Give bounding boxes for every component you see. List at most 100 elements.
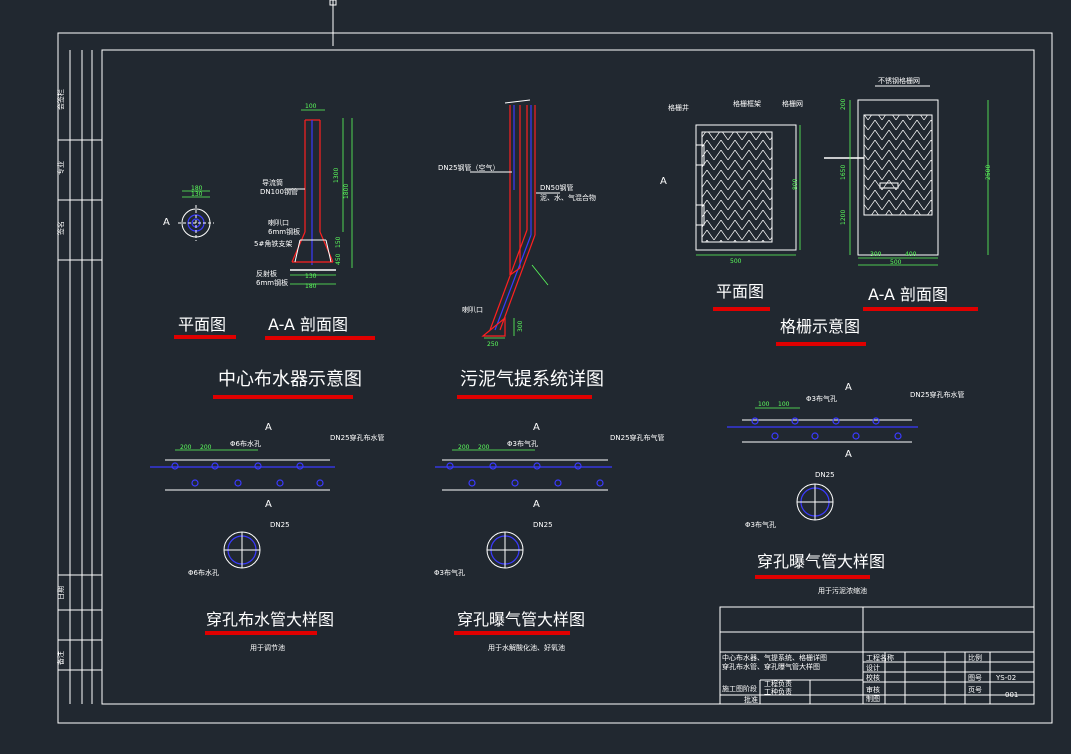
ap2-dn25: DN25 [815,471,835,479]
title-diffuser: 中心布水器示意图 [218,369,362,390]
title-section1: A-A 剖面图 [268,315,348,334]
plan-dim-180: 180 [191,185,203,192]
tb-design: 设计 [866,663,880,672]
gsec-dim-2500: 2500 [985,165,992,180]
ap2-pipe-label: DN25穿孔布水管 [910,390,965,399]
wp-hole-label: Φ6布水孔 [230,439,261,448]
note-aer-pipe1: 用于水解酸化池、好氧池 [488,643,565,652]
tb-label-no: 图号 [968,674,982,682]
label-grid-frame: 格栅框架 [733,99,761,108]
underline-aer-pipe1 [454,631,570,635]
grid-plan: 500 800 格栅井 格栅框架 格栅网 A [660,99,803,265]
grid-section: 300 400 500 200 1650 1200 2500 不锈钢格栅网 [824,76,992,266]
ap1-pipe-label: DN25穿孔布气管 [610,433,665,442]
wp-hole6: Φ6布水孔 [188,568,219,577]
underline-plan1 [174,335,236,339]
sec-dim-1300: 1300 [333,168,340,183]
ap1-dim-200b: 200 [478,444,490,451]
ap1-dim-200a: 200 [458,444,470,451]
cursor-mark [329,0,337,6]
ap2-dim-100b: 100 [778,401,790,408]
label-plate1: 6mm钢板 [268,227,300,236]
tb-stage: 施工图阶段 [722,684,757,693]
label-ss-net: 不锈钢格栅网 [878,76,920,85]
title-airlift: 污泥气提系统详图 [460,369,604,390]
label-bell: 喇叭口 [268,218,289,227]
tb-pro-lead: 工种负责 [764,687,792,696]
ap2-mark-bot: A [845,449,852,460]
ap2-mark-top: A [845,382,852,393]
ap2-hole3: Φ3布气孔 [745,520,776,529]
underline-airlift [457,395,592,399]
label-support: 5#角铁支架 [254,239,292,248]
title-plan1: 平面图 [178,315,226,334]
diffuser-plan: 180 130 A [163,185,214,241]
aer-pipe-detail-2: 100 100 Φ3布气孔 DN25穿孔布水管 A A DN25 Φ3布气孔 [727,382,965,529]
gplan-section-mark: A [660,176,667,187]
wp-pipe-label: DN25穿孔布水管 [330,433,385,442]
underline-section1 [265,336,375,340]
plan-dim-130: 130 [191,191,203,198]
underline-diffuser [213,395,353,399]
tb-check: 校核 [866,673,880,682]
label-dn25-air: DN25钢管（空气） [438,163,500,172]
underline-plan2 [713,307,770,311]
tb-proj-lead: 工程负责 [764,679,792,688]
underline-grid [776,342,866,346]
label-plate2: 6mm钢板 [256,278,288,287]
label-dn50: DN50钢管 [540,183,574,192]
underline-water-pipe [205,631,317,635]
tb-review: 审核 [866,685,880,694]
ap1-dn25: DN25 [533,521,553,529]
ap2-hole-label: Φ3布气孔 [806,394,837,403]
tb-desc1: 中心布水器、气提系统、格栅详图 [722,653,827,662]
sec-dim-100: 100 [305,103,317,110]
gsec-dim-1650: 1650 [840,165,847,180]
wp-mark-top: A [265,422,272,433]
wp-dim-200b: 200 [200,444,212,451]
underline-section2 [863,307,978,311]
sec-dim-450: 450 [335,253,342,265]
ap1-mark-bot: A [533,499,540,510]
tb-label-page: 页号 [968,686,982,694]
gplan-dim-800: 800 [792,178,799,190]
strip-text-b: 专业 [56,161,65,175]
gsec-dim-400: 400 [905,251,917,258]
gsec-dim-300: 300 [870,251,882,258]
tb-drawing: 制图 [866,694,880,703]
ap1-hole3: Φ3布气孔 [434,568,465,577]
gsec-dim-1200: 1200 [840,210,847,225]
wp-dim-200a: 200 [180,444,192,451]
tb-drawing-no: YS-02 [995,674,1016,682]
title-water-pipe: 穿孔布水管大样图 [206,610,334,629]
tb-desc2: 穿孔布水管、穿孔曝气管大样图 [722,662,820,671]
strip-text-a: 会签栏 [56,89,65,110]
label-grid-net: 格栅网 [782,99,803,108]
ap1-mark-top: A [533,422,540,433]
title-aer-pipe2: 穿孔曝气管大样图 [757,552,885,571]
inner-frame [101,49,1035,705]
left-signature-strip: 会签栏 专业 签名 日期 备注 [56,50,102,704]
tb-scale: 比例 [968,653,982,662]
label-mix: 泥、水、气混合物 [540,193,596,202]
airlift-dim-300: 300 [517,320,524,332]
aer-pipe-detail-1: 200 200 Φ3布气孔 DN25穿孔布气管 A A DN25 Φ3布气孔 [434,422,665,577]
sec-dim-1800: 1800 [343,184,350,199]
label-reflect: 反射板 [256,269,277,278]
title-block: 中心布水器、气提系统、格栅详图 穿孔布水管、穿孔曝气管大样图 施工图阶段 工程负… [719,606,1035,705]
airlift-detail: DN25钢管（空气） DN50钢管 泥、水、气混合物 喇叭口 250 300 [438,99,596,348]
outer-frame [57,32,1053,724]
label-guide: 导流筒 [262,178,283,187]
ap1-hole-label: Φ3布气孔 [507,439,538,448]
underline-aer-pipe2 [755,575,870,579]
strip-text-d: 日期 [57,586,65,600]
strip-text-e: 备注 [56,651,65,665]
tb-project: 工程名称 [866,653,894,662]
sec-dim-180: 180 [305,283,317,290]
label-inlet: 喇叭口 [462,305,483,314]
tb-approve: 批准 [744,695,758,704]
note-water-pipe: 用于调节池 [250,643,285,652]
title-grid: 格栅示意图 [780,317,860,336]
gsec-dim-200: 200 [840,98,847,110]
